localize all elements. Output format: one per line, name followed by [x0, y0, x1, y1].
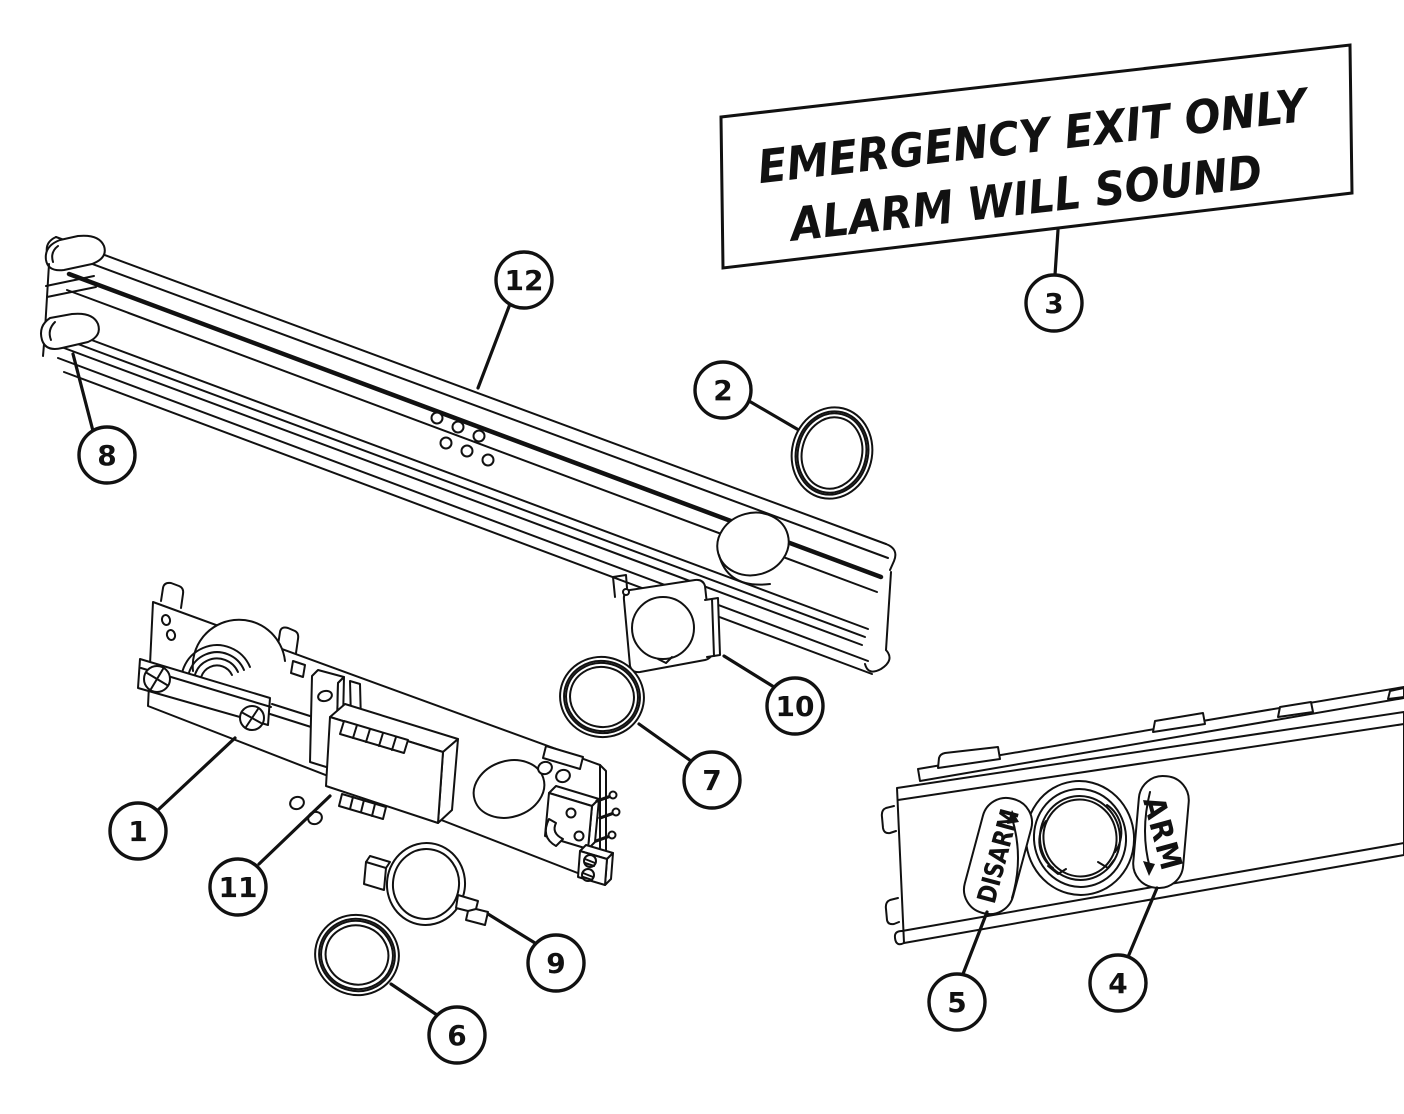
callout-6: 6 [389, 982, 487, 1065]
lock-cylinder-drawing [1024, 780, 1136, 896]
callout-5-number: 5 [947, 986, 966, 1019]
callout-9-number: 9 [546, 947, 565, 980]
callout-11-number: 11 [219, 871, 258, 904]
push-rail-drawing [45, 236, 897, 675]
callout-11: 11 [208, 794, 332, 917]
phillips-screw-icon [143, 665, 171, 693]
warning-sign: EMERGENCY EXIT ONLY ALARM WILL SOUND [719, 43, 1354, 270]
callout-2: 2 [693, 360, 799, 431]
end-cap-drawing [40, 234, 106, 357]
disarm-arrowhead-icon [1007, 810, 1019, 824]
callout-6-number: 6 [447, 1019, 466, 1052]
callout-7-number: 7 [702, 764, 721, 797]
callout-2-number: 2 [713, 374, 732, 407]
callout-3-number: 3 [1044, 287, 1063, 320]
arm-label: ARM [1132, 775, 1190, 889]
callout-4-number: 4 [1108, 967, 1127, 1000]
callouts: 1 2 3 4 5 6 7 [71, 228, 1159, 1065]
callout-12: 12 [476, 250, 554, 390]
callout-8-number: 8 [97, 439, 116, 472]
callout-12-number: 12 [505, 264, 544, 297]
callout-9: 9 [486, 912, 586, 993]
retainer-bracket-drawing [612, 574, 721, 674]
callout-10-number: 10 [776, 690, 815, 723]
retaining-ring-drawing [363, 842, 489, 926]
bezel-ring-7-drawing [559, 655, 645, 739]
alarm-mechanism-drawing [137, 581, 621, 886]
callout-8: 8 [71, 352, 137, 485]
callout-1-number: 1 [128, 815, 147, 848]
callout-5: 5 [927, 910, 989, 1032]
phillips-screw-icon [239, 705, 265, 731]
callout-1: 1 [108, 736, 237, 861]
callout-3: 3 [1024, 228, 1084, 333]
callout-7: 7 [637, 722, 742, 810]
cover-housing-drawing: DISARM ARM [880, 686, 1404, 946]
bezel-ring-2-drawing [790, 406, 874, 500]
microswitch-drawing [544, 785, 621, 850]
bezel-ring-6-drawing [314, 913, 400, 997]
callout-4: 4 [1088, 886, 1159, 1013]
warning-sign-plate [719, 43, 1354, 270]
arm-arrowhead-icon [1143, 861, 1155, 876]
callout-10: 10 [722, 654, 825, 736]
terminal-block-drawing [577, 844, 614, 886]
